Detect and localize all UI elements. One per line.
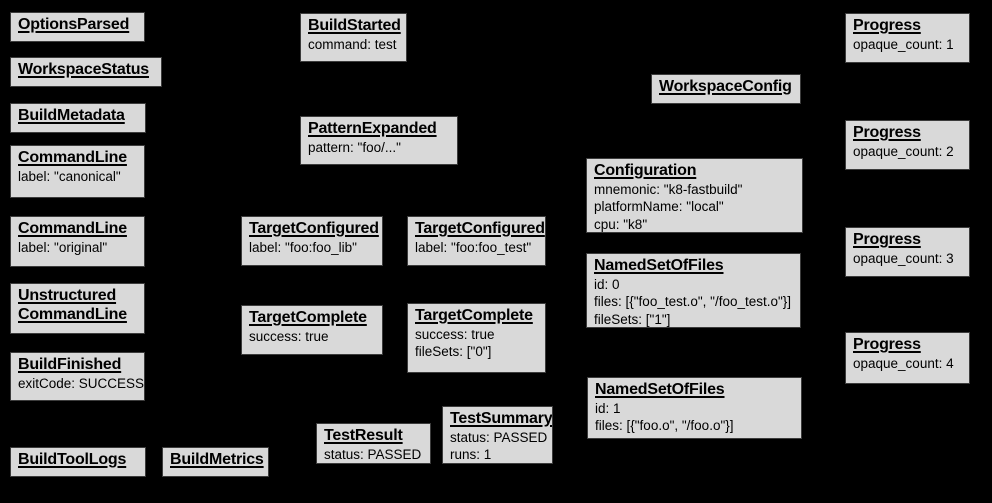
event-node-property: success: true bbox=[415, 326, 495, 342]
event-node-test-result: TestResult status: PASSED bbox=[316, 423, 431, 464]
event-node-title: BuildMetrics bbox=[170, 451, 264, 468]
event-node-build-started: BuildStarted command: test bbox=[300, 13, 407, 62]
event-node-target-complete-foo-test: TargetComplete success: true fileSets: ["0… bbox=[407, 303, 546, 373]
event-node-property: opaque_count: 4 bbox=[853, 355, 954, 371]
event-node-property: opaque_count: 2 bbox=[853, 143, 954, 159]
event-node-property: runs: 1 bbox=[450, 447, 492, 463]
event-node-pattern-expanded: PatternExpanded pattern: "foo/..." bbox=[300, 116, 458, 165]
event-node-options-parsed: OptionsParsed bbox=[10, 12, 145, 42]
event-node-progress-3: Progress opaque_count: 3 bbox=[845, 227, 970, 277]
event-node-property: status: PASSED bbox=[450, 429, 548, 445]
event-node-title: WorkspaceConfig bbox=[659, 78, 792, 95]
event-node-named-set-of-files-0: NamedSetOfFiles id: 0 files: [{"foo_test.o… bbox=[586, 253, 801, 328]
event-node-title: TestResult bbox=[324, 427, 403, 444]
event-node-title: WorkspaceStatus bbox=[18, 61, 149, 78]
event-node-title: OptionsParsed bbox=[18, 16, 130, 33]
event-node-property: label: "canonical" bbox=[18, 168, 121, 184]
event-node-title: TestSummary bbox=[450, 410, 553, 427]
event-node-title: Progress bbox=[853, 124, 921, 141]
event-node-target-configured-foo-lib: TargetConfigured label: "foo:foo_lib" bbox=[241, 216, 383, 266]
event-node-property: files: [{"foo_test.o", "/foo_test.o"}] bbox=[594, 294, 792, 310]
event-node-title: Unstructured CommandLine bbox=[18, 287, 127, 323]
event-node-property: id: 1 bbox=[595, 400, 621, 416]
event-node-title: NamedSetOfFiles bbox=[594, 257, 724, 274]
event-node-workspace-status: WorkspaceStatus bbox=[10, 57, 162, 87]
event-node-build-tool-logs: BuildToolLogs bbox=[10, 447, 146, 477]
event-node-title: BuildMetadata bbox=[18, 107, 125, 124]
event-node-title: PatternExpanded bbox=[308, 120, 437, 137]
event-node-property: success: true bbox=[249, 328, 329, 344]
event-node-title: Progress bbox=[853, 17, 921, 34]
event-node-workspace-config: WorkspaceConfig bbox=[651, 74, 801, 104]
event-node-property: files: [{"foo.o", "/foo.o"}] bbox=[595, 418, 734, 434]
event-node-build-finished: BuildFinished exitCode: SUCCESS bbox=[10, 352, 145, 401]
event-node-title: CommandLine bbox=[18, 149, 127, 166]
event-node-property: label: "foo:foo_test" bbox=[415, 239, 532, 255]
event-node-progress-4: Progress opaque_count: 4 bbox=[845, 332, 970, 384]
event-node-title: TargetComplete bbox=[249, 309, 367, 326]
event-node-target-complete-foo-lib: TargetComplete success: true bbox=[241, 305, 383, 355]
event-node-property: fileSets: ["1"] bbox=[594, 311, 671, 327]
event-node-property: label: "foo:foo_lib" bbox=[249, 239, 357, 255]
event-node-property: status: PASSED bbox=[324, 446, 422, 462]
event-node-property: cpu: "k8" bbox=[594, 216, 648, 232]
event-node-property: label: "original" bbox=[18, 239, 108, 255]
event-node-property: mnemonic: "k8-fastbuild" bbox=[594, 181, 743, 197]
event-node-property: fileSets: ["0"] bbox=[415, 344, 492, 360]
event-node-property: id: 0 bbox=[594, 276, 620, 292]
event-node-command-line-original: CommandLine label: "original" bbox=[10, 216, 145, 267]
event-node-command-line-canonical: CommandLine label: "canonical" bbox=[10, 145, 145, 198]
event-node-title: BuildStarted bbox=[308, 17, 401, 34]
event-node-target-configured-foo-test: TargetConfigured label: "foo:foo_test" bbox=[407, 216, 546, 266]
event-node-property: command: test bbox=[308, 36, 397, 52]
event-node-title: TargetConfigured bbox=[249, 220, 379, 237]
event-node-title: BuildToolLogs bbox=[18, 451, 127, 468]
event-node-property: pattern: "foo/..." bbox=[308, 139, 401, 155]
event-node-unstructured-command-line: Unstructured CommandLine bbox=[10, 283, 145, 334]
event-node-configuration: Configuration mnemonic: "k8-fastbuild" pla… bbox=[586, 158, 803, 233]
event-node-property: opaque_count: 1 bbox=[853, 36, 954, 52]
event-node-title: TargetComplete bbox=[415, 307, 533, 324]
event-node-test-summary: TestSummary status: PASSED runs: 1 bbox=[442, 406, 553, 464]
event-node-title: Configuration bbox=[594, 162, 697, 179]
event-node-title: BuildFinished bbox=[18, 356, 122, 373]
event-node-named-set-of-files-1: NamedSetOfFiles id: 1 files: [{"foo.o", "/… bbox=[587, 377, 802, 439]
event-node-title: NamedSetOfFiles bbox=[595, 381, 725, 398]
event-node-title: CommandLine bbox=[18, 220, 127, 237]
event-node-property: opaque_count: 3 bbox=[853, 250, 954, 266]
event-node-progress-1: Progress opaque_count: 1 bbox=[845, 13, 970, 63]
event-node-progress-2: Progress opaque_count: 2 bbox=[845, 120, 970, 170]
event-node-property: platformName: "local" bbox=[594, 199, 724, 215]
event-node-title: Progress bbox=[853, 231, 921, 248]
event-node-build-metrics: BuildMetrics bbox=[162, 447, 269, 477]
event-node-build-metadata: BuildMetadata bbox=[10, 103, 146, 133]
event-node-title: Progress bbox=[853, 336, 921, 353]
event-node-property: exitCode: SUCCESS bbox=[18, 375, 145, 391]
event-node-title: TargetConfigured bbox=[415, 220, 545, 237]
